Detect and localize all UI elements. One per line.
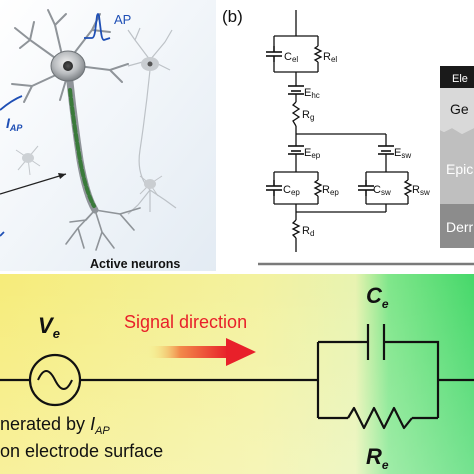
panel-a: AP IAP Active neurons (0, 0, 216, 272)
faded-neuron-left-soma (22, 153, 34, 163)
panel-c: Ve Signal direction Ce Re nerated by IAP… (0, 274, 474, 474)
dermis-layer (440, 204, 474, 248)
source-caption-line2: on electrode surface (0, 441, 163, 461)
skin-layer-stack: Ele Ge Epic Derr (440, 66, 474, 248)
r-d-label: Rd (302, 225, 314, 238)
r-el-label: Rel (323, 51, 337, 64)
sine-wave-icon (37, 370, 73, 390)
action-potential-waveform (84, 13, 111, 41)
iap-label: IAP (6, 115, 23, 133)
faded-neuron-bottom (139, 175, 163, 197)
faded-neuron-right (127, 27, 177, 215)
main-neuron-dendrites (11, 9, 129, 103)
dermis-layer-label: Derr (446, 219, 474, 235)
c-e-capacitor (362, 324, 390, 360)
c-sw-capacitor (358, 180, 374, 196)
r-ep-resistor (313, 179, 323, 197)
source-circuit-wires (0, 340, 474, 420)
r-sw-label: Rsw (412, 184, 430, 197)
ve-label: Ve (38, 313, 60, 341)
signal-direction-label: Signal direction (124, 312, 247, 332)
r-ep-label: Rep (322, 184, 339, 197)
r-g-label: Rg (302, 109, 314, 122)
e-sw-battery (378, 145, 394, 155)
c-el-capacitor (266, 46, 282, 62)
source-caption-line1: nerated by IAP (0, 414, 110, 437)
panel-b-label: (b) (222, 7, 243, 26)
pointer-arrow-head (58, 173, 66, 179)
ap-label: AP (114, 12, 131, 27)
c-sw-label: Csw (373, 184, 391, 197)
c-el-label: Cel (284, 51, 298, 64)
c-e-label: Ce (366, 283, 389, 311)
active-neurons-caption: Active neurons (90, 257, 180, 271)
e-hc-label: Ehc (304, 87, 320, 100)
e-ep-label: Eep (304, 147, 321, 160)
faded-neuron-left (15, 145, 41, 176)
current-arc-bottom (0, 231, 5, 237)
r-d-resistor (291, 219, 301, 239)
c-ep-capacitor (266, 180, 282, 196)
ac-voltage-source (28, 353, 82, 407)
current-arc-top (0, 95, 23, 111)
signal-arrow-shaft (148, 346, 228, 358)
r-e-resistor (347, 406, 413, 430)
epidermis-layer-label: Epic (446, 161, 473, 177)
gel-layer-label: Ge (450, 101, 469, 117)
r-sw-resistor (403, 179, 413, 197)
epidermis-layer (440, 128, 474, 204)
faded-neuron-bottom-soma (144, 179, 156, 189)
electrode-layer-label: Ele (452, 73, 468, 85)
axon-terminals (65, 207, 141, 251)
electrode-layer (440, 66, 474, 88)
panel-b-background (216, 0, 474, 272)
axon-myelin-active (68, 88, 96, 208)
r-el-resistor (313, 45, 323, 63)
pointer-arrow (0, 173, 67, 195)
circuit-wires (273, 10, 409, 252)
r-g-resistor (291, 101, 301, 127)
r-e-label: Re (366, 444, 389, 472)
e-ep-battery (288, 145, 304, 155)
faded-neuron-right-nucleus (147, 61, 153, 67)
main-neuron-nucleus (63, 61, 73, 71)
panel-b: (b) Cel Rel (216, 0, 474, 272)
e-hc-battery (288, 85, 304, 95)
c-ep-label: Cep (283, 184, 300, 197)
signal-arrow-head (226, 338, 256, 366)
gel-layer (440, 88, 474, 134)
e-sw-label: Esw (394, 147, 411, 160)
